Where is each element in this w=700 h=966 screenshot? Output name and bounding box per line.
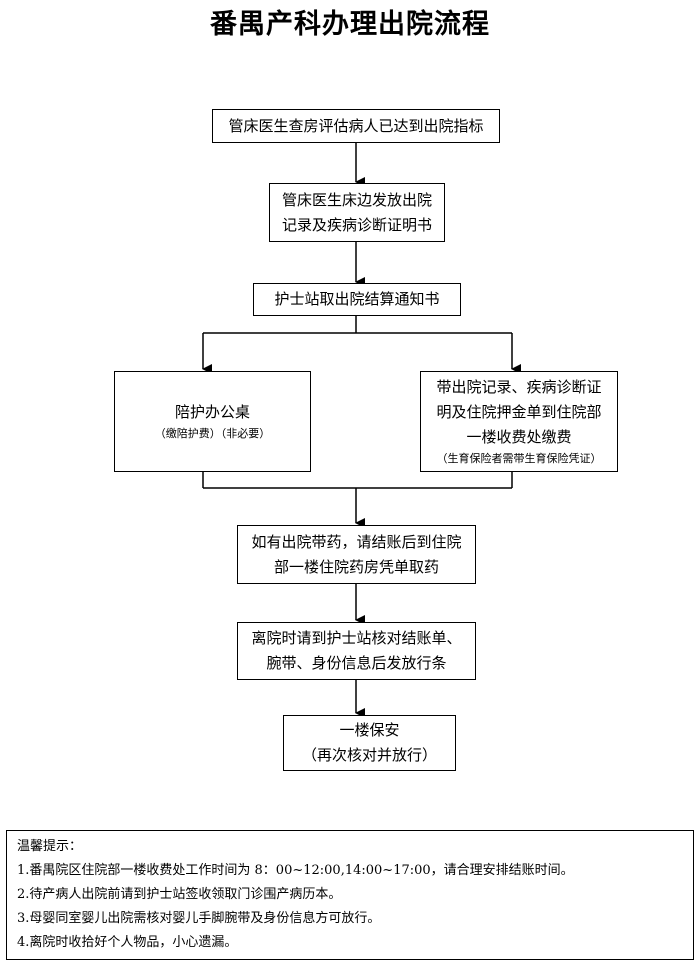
step-payment-cashier-line3: 一楼收费处缴费 [466,428,572,446]
step-nurse-verification-line1: 离院时请到护士站核对结账单、 [251,629,462,647]
step-discharge-records: 管床医生床边发放出院 记录及疾病诊断证明书 [269,183,445,242]
step-security-release: 一楼保安 （再次核对并放行） [283,715,456,771]
step-security-release-line2: （再次核对并放行） [301,746,437,764]
step-payment-cashier: 带出院记录、疾病诊断证 明及住院押金单到住院部 一楼收费处缴费 （生育保险者需带… [420,371,618,472]
step-settlement-notice: 护士站取出院结算通知书 [253,283,461,316]
step-payment-cashier-line2: 明及住院押金单到住院部 [436,403,602,421]
tip-item-3: 3.母婴同室婴儿出院需核对婴儿手脚腕带及身份信息方可放行。 [17,911,381,926]
step-pharmacy-pickup-line1: 如有出院带药，请结账后到住院 [251,532,462,551]
step-payment-cashier-line1: 带出院记录、疾病诊断证 [436,378,602,396]
step-escort-desk-note: （缴陪护费）（非必要） [154,427,271,440]
step-security-release-line1: 一楼保安 [339,721,400,739]
step-pharmacy-pickup: 如有出院带药，请结账后到住院 部一楼住院药房凭单取药 [237,525,476,584]
step-payment-cashier-note: （生育保险者需带生育保险凭证） [436,452,602,465]
flow-connectors [202,142,521,718]
tip-item-4: 4.离院时收拾好个人物品，小心遗漏。 [17,935,238,950]
step-settlement-notice-label: 护士站取出院结算通知书 [274,290,440,308]
step-doctor-assessment-label: 管床医生查房评估病人已达到出院指标 [228,116,484,135]
step-escort-desk: 陪护办公桌 （缴陪护费）（非必要） [114,371,311,472]
step-discharge-records-line1: 管床医生床边发放出院 [281,190,432,209]
tips-heading: 温馨提示： [17,839,83,854]
tips-panel: 温馨提示： 1.番禺院区住院部一楼收费处工作时间为 8：00~12:00,14:… [6,830,694,960]
step-nurse-verification-line2: 腕带、身份信息后发放行条 [266,654,447,672]
step-discharge-records-line2: 记录及疾病诊断证明书 [281,215,432,234]
tip-item-2: 2.待产病人出院前请到护士站签收领取门诊围产病历本。 [17,887,342,902]
step-nurse-verification: 离院时请到护士站核对结账单、 腕带、身份信息后发放行条 [237,622,476,680]
step-doctor-assessment: 管床医生查房评估病人已达到出院指标 [212,109,500,143]
tip-item-1: 1.番禺院区住院部一楼收费处工作时间为 8：00~12:00,14:00~17:… [17,863,574,878]
step-escort-desk-label: 陪护办公桌 [174,403,250,421]
step-pharmacy-pickup-line2: 部一楼住院药房凭单取药 [273,557,439,576]
page-title: 番禺产科办理出院流程 [210,9,490,40]
